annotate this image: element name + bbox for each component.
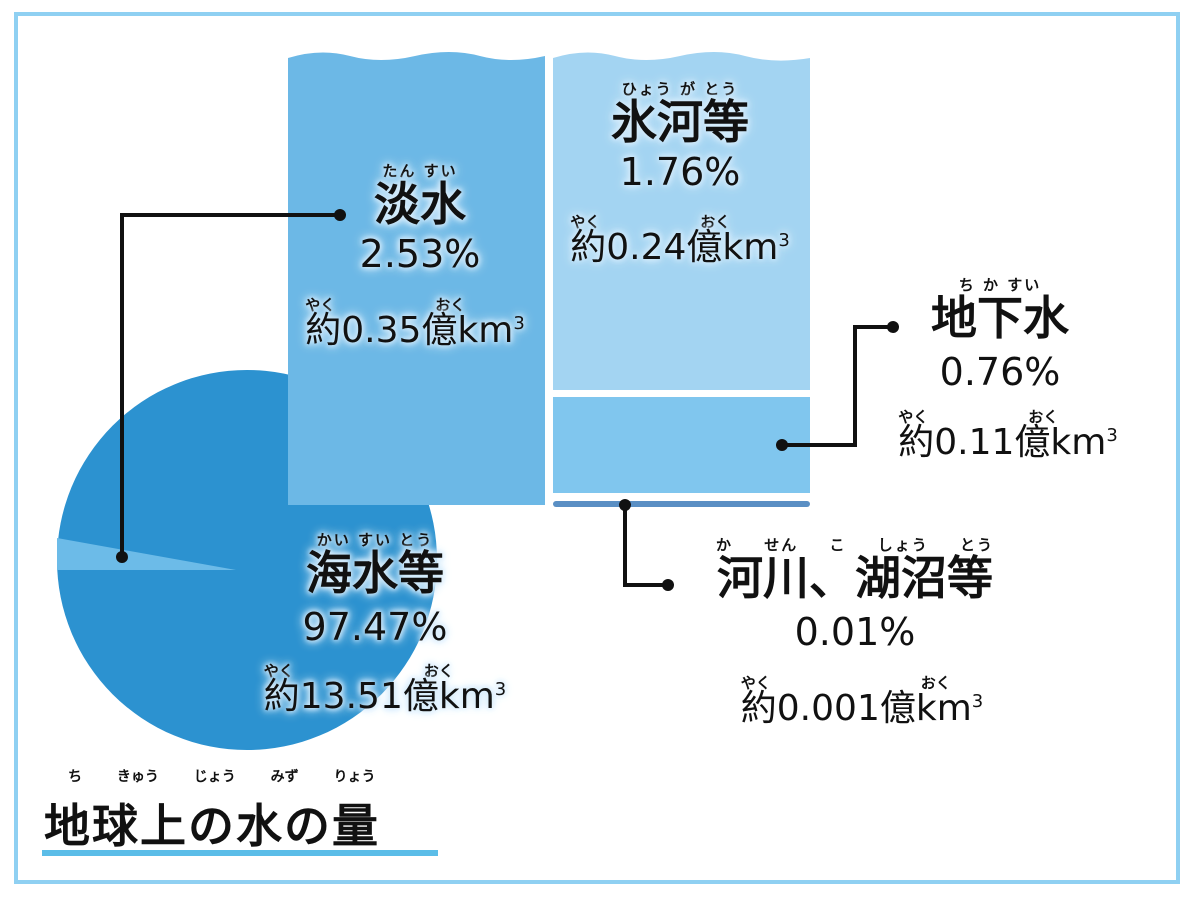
yaku-furigana: やく [740,674,771,692]
freshwater-percent: 2.53% [359,232,481,276]
freshwater-amount-block: やく おく 約0.35億km3 [305,298,525,349]
groundwater-name: 地下水 [931,291,1069,345]
glacier-amount-block: やく おく 約0.24億km3 [570,215,790,266]
yaku-furigana: やく [263,662,294,680]
unit-superscript: 3 [971,691,984,712]
freshwater-dot [116,551,128,563]
groundwater-leader-line [782,325,893,447]
frame-border [14,12,1180,884]
oku-furigana: おく [423,662,454,680]
rivers-dot [619,499,631,511]
yaku-furigana: やく [570,213,601,231]
unit-superscript: 3 [494,679,507,700]
rivers-amount-block: やく おく 約0.001億km3 [741,676,983,727]
seawater-furigana: かい すい とう [316,531,434,549]
freshwater-furigana: たん すい [382,162,458,180]
glacier-label: ひょう が とう 氷河等 1.76% [611,80,749,194]
rivers-dot-end [662,579,674,591]
glacier-block [553,52,810,390]
yaku-furigana: やく [898,408,929,426]
freshwater-leader-line [120,213,340,557]
groundwater-dot-end [887,321,899,333]
freshwater-column [288,52,545,505]
rivers-label: か せん こ しょう とう 河川、湖沼等 0.01% [716,536,994,654]
seawater-label: かい すい とう 海水等 97.47% [302,531,448,649]
groundwater-furigana: ち か すい [958,276,1042,294]
oku-furigana: おく [435,296,466,314]
rivers-furigana: か せん こ しょう とう [716,536,994,554]
oku-furigana: おく [1028,408,1059,426]
groundwater-block [553,397,810,493]
freshwater-wedge [57,538,236,570]
groundwater-label: ち か すい 地下水 0.76% [931,276,1069,394]
seawater-name: 海水等 [306,546,444,600]
groundwater-amount-block: やく おく 約0.11億km3 [898,410,1118,461]
glacier-percent: 1.76% [619,150,741,194]
rivers-name: 河川、湖沼等 [716,551,993,605]
unit-superscript: 3 [778,230,790,251]
groundwater-amount: 約0.11億km [898,422,1107,463]
freshwater-name: 淡水 [374,177,466,231]
groundwater-dot [776,439,788,451]
seawater-amount-block: やく おく 約13.51億km3 [264,664,506,715]
oku-furigana: おく [700,213,731,231]
freshwater-amount: 約0.35億km [305,310,514,351]
page-title: 地球上の水の量 [44,799,380,853]
unit-superscript: 3 [1106,425,1118,446]
glacier-amount: 約0.24億km [570,227,779,268]
freshwater-label: たん すい 淡水 2.53% [359,162,481,276]
yaku-furigana: やく [305,296,336,314]
glacier-name: 氷河等 [611,95,749,149]
rivers-percent: 0.01% [794,610,916,654]
unit-superscript: 3 [513,313,525,334]
seawater-amount: 約13.51億km [263,676,495,717]
rivers-amount: 約0.001億km [740,688,972,729]
rivers-block [553,501,810,507]
title-underline [42,850,438,856]
seawater-percent: 97.47% [302,605,448,649]
groundwater-percent: 0.76% [939,350,1061,394]
glacier-furigana: ひょう が とう [621,80,739,98]
freshwater-dot-end [334,209,346,221]
rivers-leader-line [623,505,668,587]
oku-furigana: おく [920,674,951,692]
title-furigana: ち きゅう じょう みず りょう [68,769,376,785]
